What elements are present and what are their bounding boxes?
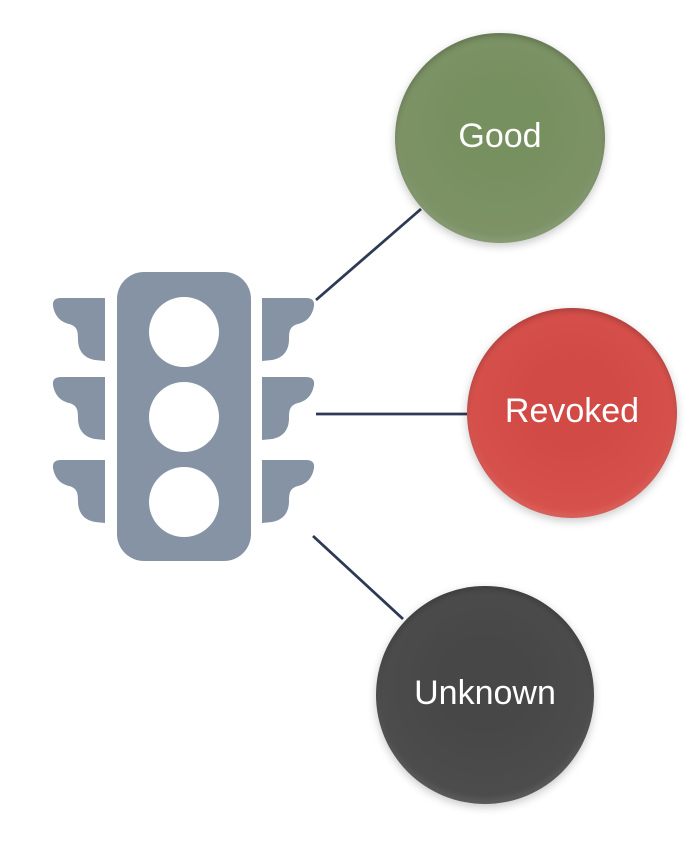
traffic-light-lamp-middle [149,382,219,452]
connector-good [315,207,422,302]
node-unknown: Unknown [376,586,594,804]
node-revoked-label: Revoked [504,392,640,430]
node-good: Good [395,33,605,243]
traffic-light-icon [52,271,317,562]
node-revoked: Revoked [467,308,677,518]
connector-unknown [312,534,404,621]
traffic-light-lamp-top [149,297,219,367]
node-unknown-label: Unknown [414,674,556,712]
traffic-light-lamp-bottom [149,467,219,537]
node-good-label: Good [458,117,542,155]
